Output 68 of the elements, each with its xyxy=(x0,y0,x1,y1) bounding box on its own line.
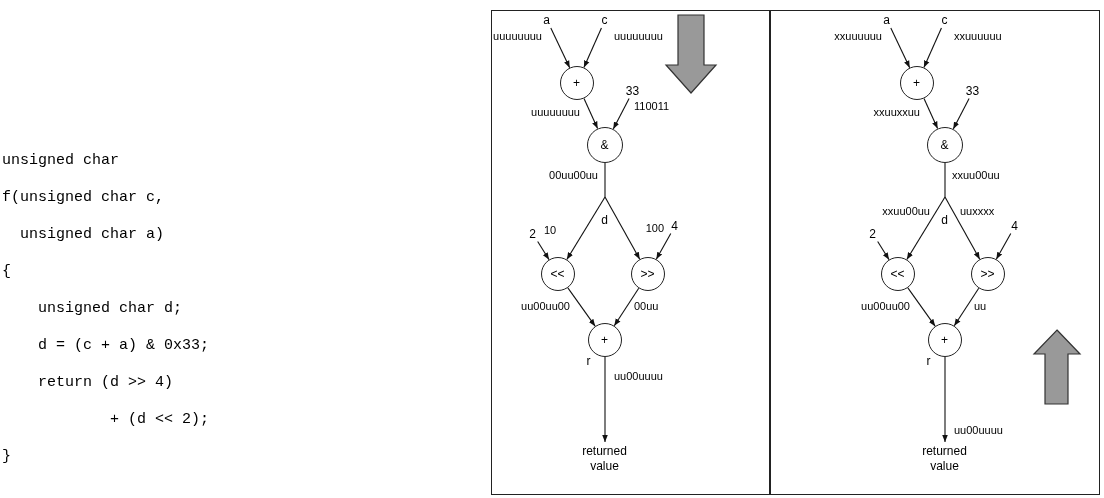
bit-pattern-label: uu00uu00 xyxy=(860,300,911,313)
operator-circle: << xyxy=(880,256,915,291)
arrow xyxy=(566,196,606,261)
arrow xyxy=(952,97,970,130)
value-label: 33 xyxy=(623,83,642,98)
arrow xyxy=(583,27,602,68)
arrow xyxy=(944,196,981,260)
bit-pattern-label: 100 xyxy=(644,222,665,235)
arrow xyxy=(995,232,1012,260)
operator-circle: >> xyxy=(970,256,1005,291)
operator-circle: + xyxy=(559,65,594,100)
value-label: 4 xyxy=(668,218,681,233)
bit-pattern-label: 10 xyxy=(543,224,558,237)
bit-pattern-label: 00uu xyxy=(633,300,660,313)
operator-circle: >> xyxy=(630,256,665,291)
value-label: 2 xyxy=(866,226,879,241)
arrow xyxy=(942,356,948,443)
code-line: return (d >> 4) xyxy=(37,374,174,392)
arrow xyxy=(602,356,608,443)
variable-label: r xyxy=(586,353,591,368)
value-label: c xyxy=(938,11,951,28)
value-label: a xyxy=(880,11,893,28)
connector-line xyxy=(944,162,946,198)
operator-circle: & xyxy=(586,126,623,163)
arrow xyxy=(906,196,946,261)
bit-pattern-label: uu00uu00 xyxy=(520,300,571,313)
arrow xyxy=(550,27,571,69)
value-label: 2 xyxy=(526,226,539,241)
value-label: 33 xyxy=(963,83,982,98)
bit-pattern-label: uu00uuuu xyxy=(613,370,664,383)
arrow xyxy=(655,232,672,260)
variable-label: d xyxy=(938,196,951,227)
code-line: unsigned char a) xyxy=(19,226,165,244)
arrow xyxy=(890,27,911,69)
arrow xyxy=(613,287,640,327)
arrow xyxy=(953,287,980,327)
value-label: 4 xyxy=(1008,218,1021,233)
code-line: unsigned char d; xyxy=(37,300,183,318)
code-line: } xyxy=(2,448,11,466)
arrow xyxy=(583,97,599,130)
arrow xyxy=(907,287,936,327)
arrow xyxy=(612,97,630,130)
operator-circle: & xyxy=(926,126,963,163)
value-label: c xyxy=(598,11,611,28)
output-label: returned value xyxy=(572,443,637,476)
value-label: a xyxy=(540,11,553,28)
bit-pattern-label: xxuu00uu xyxy=(951,169,1001,182)
arrow xyxy=(923,27,942,68)
arrow xyxy=(604,196,641,260)
bit-pattern-label: xxuu00uu xyxy=(881,205,931,218)
variable-label: r xyxy=(926,353,931,368)
operator-circle: << xyxy=(540,256,575,291)
code-line: f(unsigned char c, xyxy=(2,189,165,207)
bit-pattern-label: 00uu00uu xyxy=(548,169,599,182)
output-label: returned value xyxy=(912,443,977,476)
bit-pattern-label: 110011 xyxy=(633,100,671,113)
code-line: + (d << 2); xyxy=(109,411,210,429)
arrow xyxy=(567,287,596,327)
operator-circle: + xyxy=(899,65,934,100)
arrow xyxy=(537,240,550,261)
code-line: { xyxy=(2,263,11,281)
bit-pattern-label: uu00uuuu xyxy=(953,424,1004,437)
code-line: d = (c + a) & 0x33; xyxy=(37,337,210,355)
connector-line xyxy=(604,162,606,198)
variable-label: d xyxy=(598,196,611,227)
arrow xyxy=(877,240,890,261)
code-line: unsigned char xyxy=(2,152,120,170)
arrow xyxy=(923,97,939,130)
